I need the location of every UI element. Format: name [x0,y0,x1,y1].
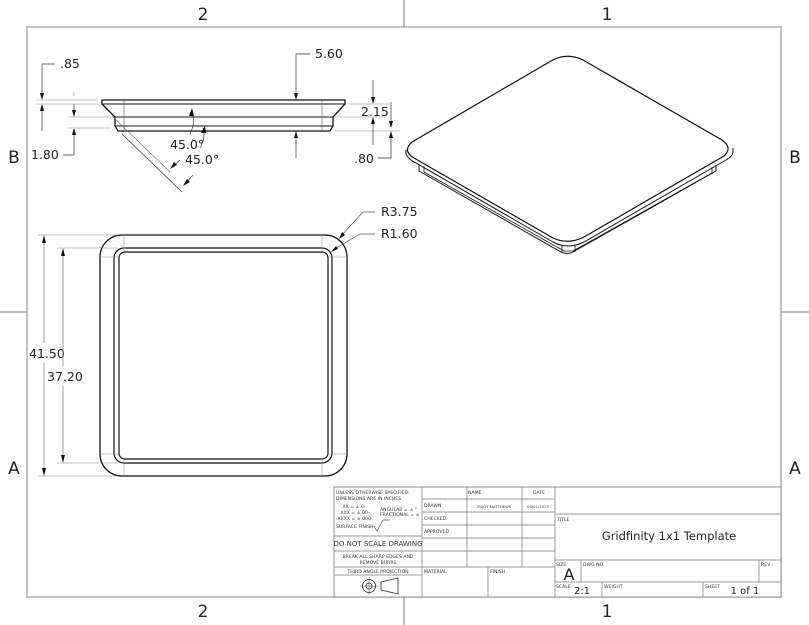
isometric-view [405,55,734,254]
sheet-label: SHEET [705,584,720,590]
size-value: A [564,565,575,584]
dim-label-width: 5.60 [315,46,343,61]
sheet-value: 1 of 1 [731,586,760,597]
title-label: TITLE [556,517,570,523]
dim-inner-size: 37.20 [47,247,118,464]
zone-label-right-A: A [789,459,801,479]
dim-step-height: 2.15 [335,80,400,145]
drawn-by-name: ZIGGY MATTHEWS [477,504,512,509]
zone-label-right-B: B [789,148,801,168]
dim-angles: 45.0° 45.0° [111,108,219,193]
top-view: R3.75 R1.60 41.50 37.20 [29,204,418,477]
dim-label-total-height: 1.80 [31,147,59,162]
dim-label-inner-size: 37.20 [47,369,83,384]
title-block: UNLESS OTHERWISE SPECIFIED: DIMENSIONS A… [333,486,782,598]
material-label: MATERIAL [424,569,447,575]
dim-label-lower-thickness: .80 [354,151,374,166]
note-fractional: FRACTIONAL = ± [380,512,420,518]
note-tol-xx: .XXX = ±.00- [339,510,370,516]
finish-label: FINISH [490,569,505,575]
header-name: NAME [468,490,482,496]
dim-top-thickness: .85 [36,56,98,131]
note-line-1: UNLESS OTHERWISE SPECIFIED: [336,490,410,496]
note-tol-xxx: .XXXX = ±.000- [336,516,373,522]
break-edges-text-2: REMOVE BURRS [360,560,397,566]
dim-width: 5.60 [294,46,343,158]
zone-label-left-B: B [8,148,20,168]
row-label-drawn: DRAWN [424,503,441,509]
break-edges-text-1: BREAK ALL SHARP EDGES AND [343,554,414,560]
zone-label-left-A: A [8,459,20,479]
front-view: .85 1.80 5.60 [31,46,400,193]
zone-label-bottom-1: 1 [602,602,613,622]
dim-label-outer-size: 41.50 [29,346,65,361]
dim-label-step-height: 2.15 [361,104,389,119]
note-line-2: DIMENSIONS ARE IN INCHES [336,496,401,502]
third-angle-projection-icon [360,577,399,595]
dim-outer-size: 41.50 [29,234,118,477]
dwg-no-label: DWG NO. [583,562,604,568]
rev-label: REV [761,562,771,568]
row-label-approved: APPROVED [424,529,449,535]
surface-finish-icon [373,519,384,532]
drawn-date: 05/01/2025 [527,504,549,509]
dim-lower-thickness: .80 [354,102,393,166]
size-label: SIZE [556,562,566,568]
row-label-checked: CHECKED [424,516,447,522]
dim-label-outer-radius: R3.75 [381,204,418,219]
dim-label-top-thickness: .85 [60,56,80,71]
dim-label-inner-radius: R1.60 [381,226,418,241]
weight-label: WEIGHT [604,584,623,590]
zone-label-bottom-2: 2 [198,602,209,622]
header-date: DATE [533,490,545,496]
scale-value: 2:1 [574,586,590,597]
zone-label-top-2: 2 [198,5,209,25]
scale-label: SCALE [556,584,571,590]
dim-radii: R3.75 R1.60 [331,204,418,252]
note-surface-finish: SURFACE FINISH [336,524,373,530]
note-angular: ANGULAR = ± ° [380,507,417,513]
drawing-title: Gridfinity 1x1 Template [602,529,736,543]
note-tol-x: .XX = ±.0- [341,504,366,510]
zone-label-top-1: 1 [602,5,613,25]
dim-total-height: 1.80 [31,92,111,162]
dim-label-angle-1: 45.0° [170,137,204,152]
dim-label-angle-2: 45.0° [185,152,219,167]
projection-text: THIRD ANGLE PROJECTION [346,569,408,575]
do-not-scale-text: DO NOT SCALE DRAWING [333,540,422,548]
